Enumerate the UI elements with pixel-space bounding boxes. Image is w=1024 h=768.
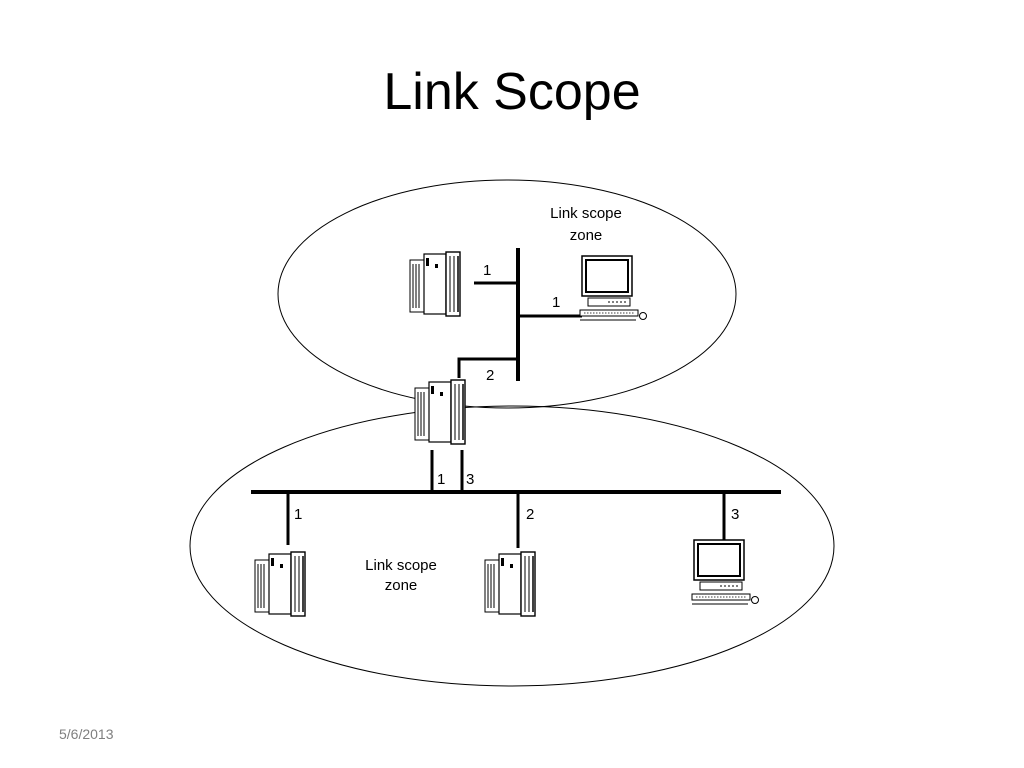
lower-zone-label-line2: zone — [385, 577, 418, 594]
desktop-computer-icon — [579, 255, 648, 321]
server-tower-icon — [484, 551, 536, 617]
router-upper-link — [457, 357, 518, 378]
server-tower-icon — [409, 251, 461, 317]
interface-label: 1 — [437, 471, 445, 488]
interface-label: 2 — [486, 367, 494, 384]
desktop-computer-icon — [691, 539, 760, 605]
interface-label: 3 — [731, 506, 739, 523]
upper-zone-label-line1: Link scope — [550, 205, 622, 222]
lower-zone-label-line1: Link scope — [365, 557, 437, 574]
slide-title: Link Scope — [383, 63, 641, 121]
router-tower-icon — [414, 379, 466, 445]
server-tower-icon — [254, 551, 306, 617]
interface-label: 3 — [466, 471, 474, 488]
upper-zone-label-line2: zone — [570, 227, 603, 244]
upper-zone-ellipse — [277, 179, 737, 409]
interface-label: 1 — [294, 506, 302, 523]
interface-label: 1 — [483, 262, 491, 279]
slide-date: 5/6/2013 — [59, 726, 114, 742]
lower-zone-ellipse — [189, 405, 835, 687]
interface-label: 1 — [552, 294, 560, 311]
interface-label: 2 — [526, 506, 534, 523]
